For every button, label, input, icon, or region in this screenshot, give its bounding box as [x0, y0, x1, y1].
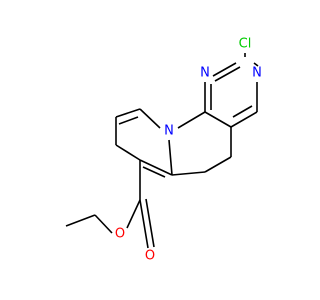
atom-label-pyrrole-n: N: [164, 124, 174, 139]
atom-label-pyrimidine-n1: N: [200, 66, 210, 81]
bond-n-c6a: [168, 139, 173, 176]
bond-c8-c7-double: [118, 116, 139, 125]
bond-ethyl-ch3: [65, 214, 96, 227]
atom-label-carbonyl-oxygen: O: [145, 249, 155, 264]
atom-label-pyrimidine-n3: N: [252, 66, 262, 81]
bond-c2-n1-double: [214, 66, 241, 82]
bond-c6b-c6c: [115, 144, 141, 161]
bond-carbonyl-double-b: [145, 198, 155, 248]
bond-c5-c6: [204, 156, 232, 173]
bond-carbonyl-double-a: [139, 199, 149, 249]
bond-c6c-c6a-double: [142, 166, 166, 178]
atom-label-ester-oxygen: O: [115, 227, 125, 242]
bond-carbonyl-o: [126, 199, 141, 229]
bond-n-c8: [139, 108, 161, 129]
bond-c9a-c4a: [204, 111, 232, 128]
bond-c6-c6a: [171, 171, 206, 176]
bond-layer: [65, 53, 259, 249]
bond-c6c-c6a: [139, 159, 173, 176]
bond-c4-c4a-double: [232, 105, 253, 118]
bond-c2-n1: [212, 62, 237, 77]
structure-canvas: Cl N N N O O: [65, 36, 262, 264]
bond-c8-c7: [115, 108, 141, 118]
atom-label-layer: Cl N N N O O: [115, 37, 262, 264]
bond-c4-c4a: [230, 111, 258, 128]
bond-c2-n3: [253, 62, 259, 67]
atom-label-chlorine: Cl: [239, 37, 252, 52]
molecule-diagram: Cl N N N O O: [65, 37, 262, 264]
bond-c9a-n: [177, 111, 206, 129]
bond-o-ethyl-ch2: [94, 214, 113, 234]
